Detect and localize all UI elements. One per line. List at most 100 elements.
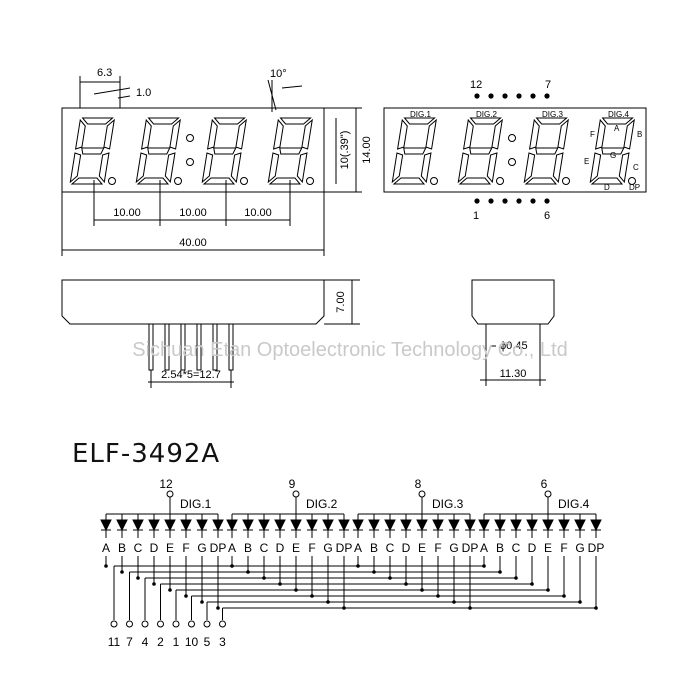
dim-label-pin-pitch: 2.54*5=12.7: [161, 369, 221, 381]
junction-dot: [120, 570, 124, 574]
segment-label: F: [182, 541, 189, 555]
pin-label-1: 1: [473, 210, 479, 222]
junction-dot: [184, 594, 188, 598]
segment-pin-number: 3: [219, 635, 226, 649]
segment: [136, 177, 170, 185]
segment: [425, 118, 437, 150]
segment-label-b: B: [637, 130, 642, 139]
segment: [267, 152, 280, 184]
junction-dot: [200, 600, 204, 604]
segment: [618, 152, 630, 184]
decimal-point: [240, 177, 248, 185]
segment-label: E: [418, 541, 426, 555]
side-view-front: [61, 279, 360, 388]
segment-label: F: [560, 541, 567, 555]
led-diode: [558, 519, 570, 532]
digit-label-2: DIG.2: [476, 110, 497, 119]
led-diode: [290, 519, 302, 532]
segment: [523, 152, 536, 184]
side-view-labels: 7.00 2.54*5=12.7 ϕ0.45 11.30: [161, 291, 527, 381]
segment: [528, 118, 540, 150]
led-diode: [464, 519, 476, 532]
segment: [535, 117, 568, 125]
segment-pin-number: 2: [157, 635, 164, 649]
segment-label: B: [496, 541, 504, 555]
common-pin-terminal: [418, 490, 426, 498]
segment-label: DP: [336, 541, 353, 555]
segment-pin-number: 7: [126, 635, 133, 649]
segment-label: G: [449, 541, 458, 555]
dim-line: [267, 79, 277, 111]
led-diode: [212, 519, 224, 532]
decimal-point: [306, 177, 314, 185]
watermark: Sichuan Etan Optoelectronic Technology C…: [132, 339, 567, 361]
dim-line: [117, 95, 131, 99]
segment: [279, 117, 312, 125]
segment-label: F: [308, 541, 315, 555]
led-diode: [542, 519, 554, 532]
segment: [81, 147, 105, 155]
common-pin-number: 9: [289, 477, 296, 491]
front-view-labels: 6.3 1.0 10° 14.00 10(.39") 10.00 10.00 1…: [97, 67, 373, 249]
digit-label-3: DIG.3: [542, 110, 563, 119]
led-diode: [590, 519, 602, 532]
segment: [391, 152, 404, 184]
segment: [98, 152, 110, 184]
segment: [590, 177, 624, 185]
segment: [557, 118, 569, 150]
pin-view-labels: 12 7 1 6 DIG.1 DIG.2 DIG.3 DIG.4 A B C D…: [410, 79, 642, 222]
segment-pin-terminal: [110, 620, 118, 628]
segment: [135, 152, 148, 184]
led-diode: [338, 519, 350, 532]
segment-label-f: F: [590, 130, 595, 139]
segment: [235, 118, 247, 150]
dim-label-seg-width: 1.0: [136, 87, 151, 99]
led-diode: [400, 519, 412, 532]
dim-label-height: 7.00: [335, 291, 347, 312]
led-diode: [526, 519, 538, 532]
segment: [469, 147, 493, 155]
segment: [206, 118, 218, 150]
dim-label-pin-diameter: ϕ0.45: [500, 340, 528, 352]
digit-label-4: DIG.4: [608, 110, 629, 119]
led-diode: [116, 519, 128, 532]
dim-label-spacing-2: 10.00: [179, 207, 207, 219]
segment-label: A: [480, 541, 488, 555]
segment: [140, 118, 152, 150]
segment: [169, 118, 181, 150]
segment: [74, 118, 86, 150]
led-diode: [164, 519, 176, 532]
pin-label-7: 7: [545, 79, 551, 91]
side-view-body: [61, 279, 325, 325]
segment: [164, 152, 176, 184]
segment: [202, 177, 236, 185]
led-diode: [148, 519, 160, 532]
segment-label: B: [370, 541, 378, 555]
segment-pin-number: 11: [108, 635, 121, 649]
junction-dot: [136, 576, 140, 580]
led-diode: [242, 519, 254, 532]
colon-dot-bottom: [508, 158, 516, 166]
colon-dot-top: [508, 134, 516, 142]
segment-label: E: [166, 541, 174, 555]
segment: [403, 117, 436, 125]
segment: [420, 152, 432, 184]
led-diode: [180, 519, 192, 532]
dim-label-pitch: 6.3: [97, 67, 112, 79]
part-number-title: ELF-3492A: [72, 439, 220, 469]
led-diode: [132, 519, 144, 532]
segment-label: C: [512, 541, 521, 555]
segment-label: A: [102, 541, 110, 555]
colon-dot-bottom: [186, 158, 194, 166]
common-pin-number: 6: [541, 477, 548, 491]
digit-label: DIG.2: [306, 497, 338, 511]
segment-label-g: G: [610, 151, 616, 160]
decimal-point: [562, 177, 570, 185]
decimal-point: [496, 177, 504, 185]
segment: [601, 117, 634, 125]
pin-view-body: [383, 107, 647, 193]
